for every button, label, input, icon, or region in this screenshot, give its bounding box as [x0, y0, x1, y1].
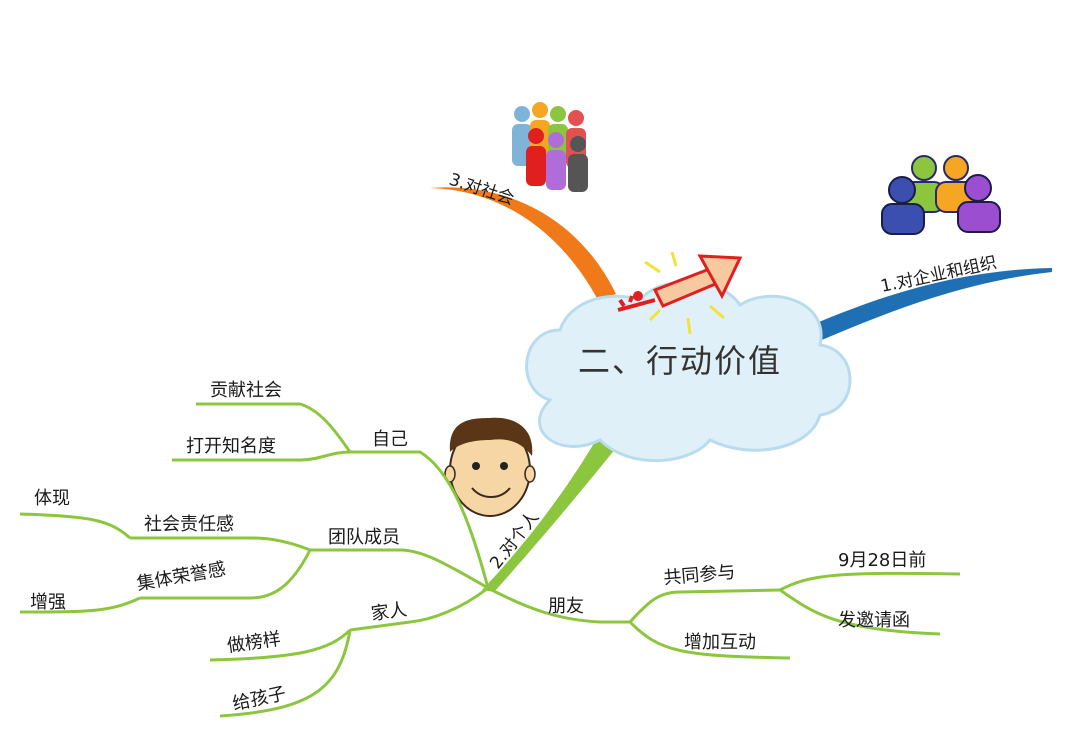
- crowd-icon: [512, 102, 588, 192]
- node-social-responsibility: 社会责任感: [144, 514, 234, 535]
- node-role-model: 做榜样: [226, 629, 282, 657]
- node-increase-interaction: 增加互动: [684, 632, 756, 653]
- people-group-icon: [881, 155, 1001, 235]
- rocket-icon: [617, 251, 743, 335]
- node-participate-together: 共同参与: [663, 562, 737, 589]
- node-self: 自己: [372, 429, 408, 450]
- node-family: 家人: [370, 599, 409, 625]
- node-raise-awareness: 打开知名度: [186, 436, 276, 457]
- node-friends: 朋友: [548, 596, 584, 617]
- face-icon: [444, 417, 536, 517]
- branch-personal: [482, 440, 616, 592]
- node-team: 团队成员: [328, 527, 400, 548]
- personal-subtree-lines: [19, 402, 961, 718]
- central-topic: 二、行动价值: [578, 342, 782, 380]
- branch-organization: [800, 268, 1052, 345]
- node-collective-honor: 集体荣誉感: [135, 559, 227, 595]
- node-contribute-society: 贡献社会: [210, 380, 282, 401]
- node-strengthen: 增强: [30, 592, 66, 613]
- branch-society: [430, 187, 616, 300]
- node-embody: 体现: [34, 488, 70, 509]
- branch-society-label: 3.对社会: [446, 170, 516, 210]
- node-for-kids: 给孩子: [231, 683, 288, 715]
- node-before-date: 9月28日前: [838, 550, 926, 571]
- node-send-invitation: 发邀请函: [838, 610, 910, 631]
